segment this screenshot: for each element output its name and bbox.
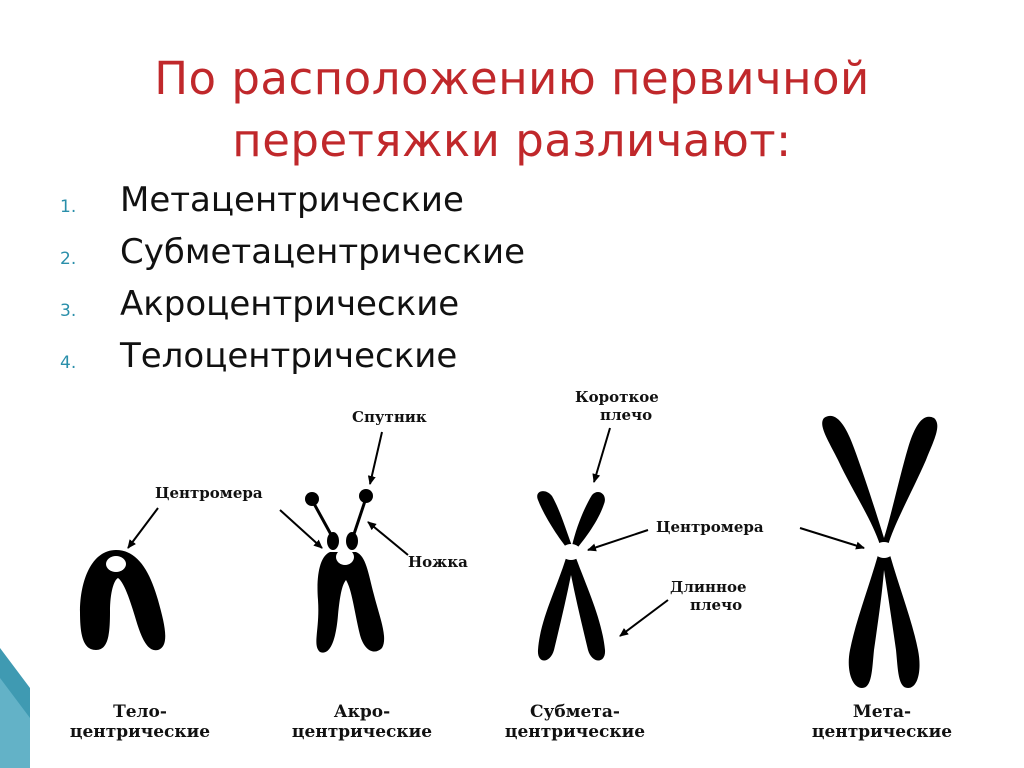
list-item-number: 1. [60,197,77,217]
submetacentric-chromosome [537,491,606,661]
caption-submeta-line2: центрические [505,722,645,742]
caption-telo-line1: Тело- [113,702,167,722]
list-item-text: Субметацентрические [120,232,526,272]
corner-accent-decoration [0,648,30,768]
caption-acro-line2: центрические [292,722,432,742]
list-item-text: Телоцентрические [120,336,458,376]
title-line-2: перетяжки различают: [232,114,792,167]
metacentric-chromosome [822,415,938,688]
arrow-centromere-telo [127,507,159,549]
arrow-centromere-acro [279,509,323,549]
arrow-long-arm [619,599,669,637]
label-stalk: Ножка [408,553,468,571]
list-item-text: Акроцентрические [120,284,460,324]
arrow-centromere-meta [799,527,865,550]
caption-meta-line1: Мета- [853,702,911,722]
diagram-arrows [127,427,865,637]
label-satellite: Спутник [352,408,427,426]
telocentric-chromosome [80,550,166,651]
caption-telo-line2: центрические [70,722,210,742]
list-item-number: 2. [60,249,77,269]
label-centromere-left: Центромера [155,484,263,502]
label-short-arm-line2: плечо [600,406,652,424]
title-line-1: По расположению первичной [154,52,870,105]
acrocentric-chromosome [305,489,385,653]
list-item-number: 3. [60,301,77,321]
arrow-stalk [367,521,409,556]
arrow-satellite [367,431,383,485]
caption-acro-line1: Акро- [334,702,390,722]
slide-title: По расположению первичной перетяжки разл… [60,48,964,172]
label-long-arm-line2: плечо [690,596,742,614]
label-centromere-right: Центромера [656,518,764,536]
list-item-number: 4. [60,353,77,373]
arrow-short-arm [592,427,611,483]
caption-submeta-line1: Субмета- [530,702,620,722]
caption-meta-line2: центрические [812,722,952,742]
arrow-centromere-sub [587,529,649,552]
label-short-arm-line1: Короткое [575,388,659,406]
label-long-arm-line1: Длинное [670,578,747,596]
list-item-text: Метацентрические [120,180,464,220]
